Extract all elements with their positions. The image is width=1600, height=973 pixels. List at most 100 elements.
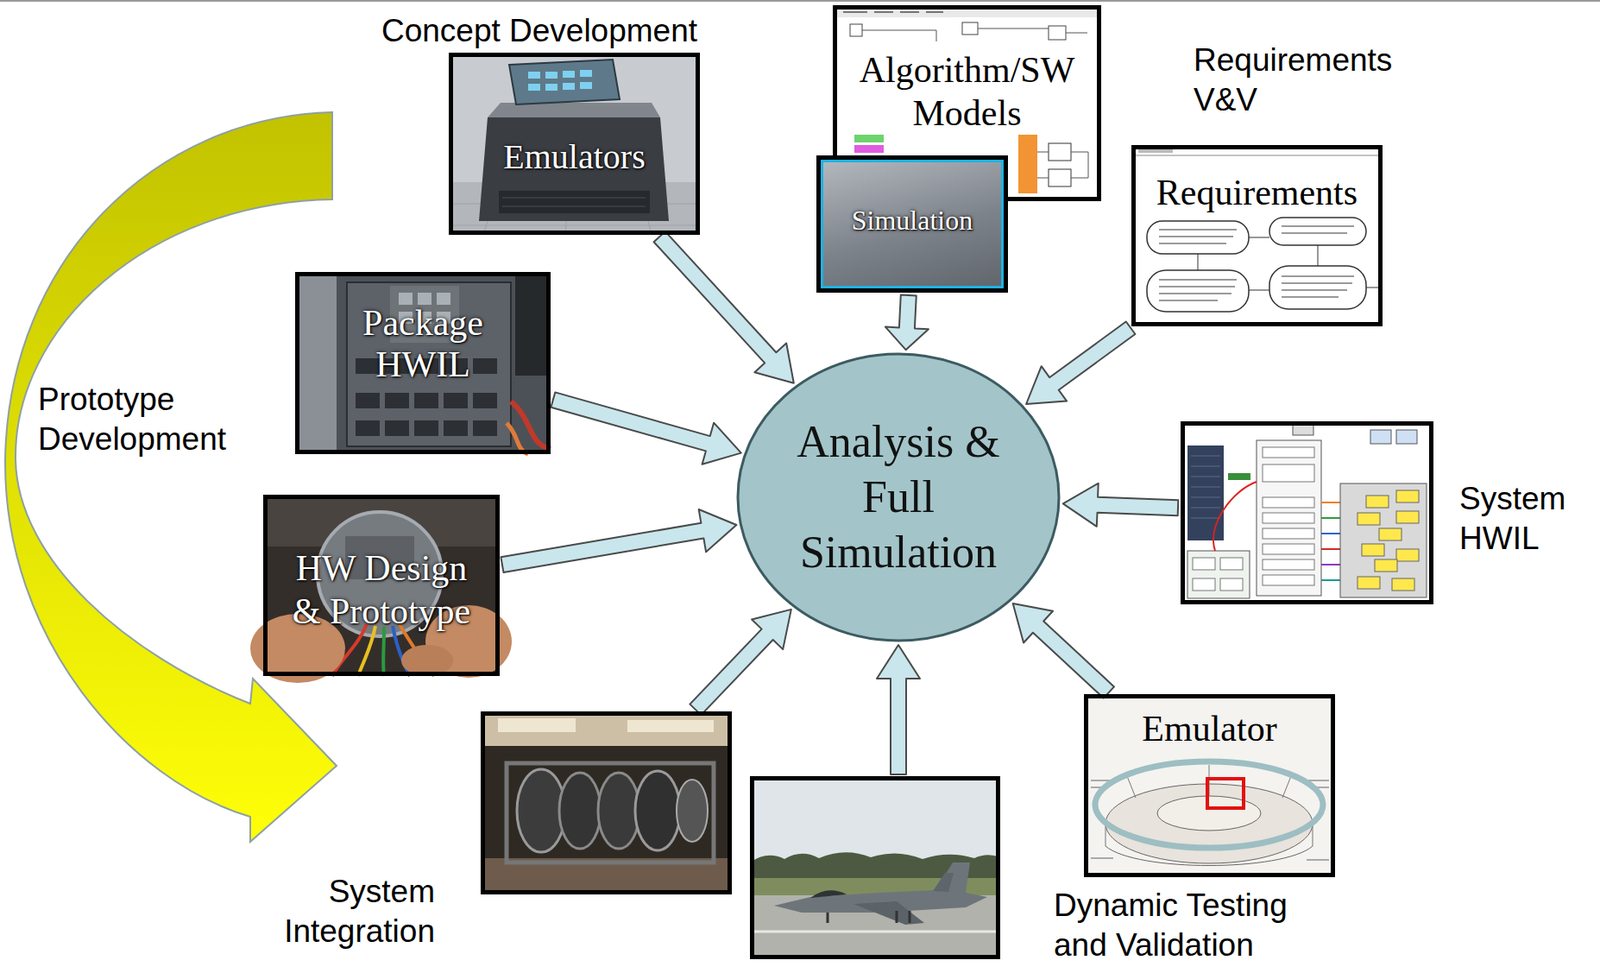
box-caption: Emulator <box>1088 706 1331 750</box>
box-caption: Requirements <box>1135 170 1379 215</box>
flow-arrow <box>654 231 794 384</box>
flow-arrow <box>1013 603 1115 699</box>
system-hwil-block-diagram-part <box>1220 557 1243 570</box>
stage-heading: System HWIL <box>1459 478 1589 559</box>
system-hwil-block-diagram-part <box>1262 512 1315 523</box>
system-hwil-block-diagram-part <box>1370 429 1392 444</box>
system-hwil-block-diagram-part <box>1262 574 1315 586</box>
jet-to-analysis-arrow-part <box>876 644 920 775</box>
package-hwil-photo-part <box>472 420 498 436</box>
emulator-rack-photo-part <box>562 70 575 78</box>
box-caption: HW Design & Prototype <box>282 546 481 633</box>
system-hwil-block-diagram-part <box>1366 495 1389 508</box>
package-hwil-photo-part <box>398 292 413 305</box>
package-hwil-photo-part <box>443 392 468 409</box>
simulink-model-picture-part <box>854 134 884 143</box>
box-caption: Algorithm/SW Models <box>850 48 1084 135</box>
system-hwil-block-diagram-part <box>1340 483 1427 598</box>
system-hwil-block-diagram-part <box>1357 512 1380 525</box>
package-hwil-photo-part <box>355 420 380 436</box>
aircraft-photo-part <box>749 775 1001 959</box>
stage-heading: Requirements V&V <box>1193 40 1418 120</box>
requirements-flowchart-part <box>1269 265 1367 309</box>
requirements-flowchart-part <box>1131 144 1383 327</box>
emulator-photo-box: Concept DevelopmentEmulators <box>448 52 700 235</box>
system-hwil-block-diagram-part <box>1262 464 1315 482</box>
emulator-rack-photo-part <box>579 81 593 89</box>
simulink-model-picture-part <box>962 22 978 35</box>
simulink-model-picture-part <box>843 11 944 13</box>
stage-heading: Dynamic Testing and Validation <box>1053 885 1330 965</box>
flow-arrow <box>500 509 737 573</box>
system-hwil-block-diagram-part <box>1256 440 1322 596</box>
emulator-rack-photo-part <box>498 190 650 214</box>
flow-arrow <box>1026 321 1135 405</box>
flow-arrow <box>1063 483 1179 527</box>
system-hwil-block-diagram-part <box>1262 497 1315 508</box>
system-integration-photo-part <box>627 719 714 732</box>
aircraft-photo-part <box>810 889 847 898</box>
integration-photo-box: System Integration <box>480 711 732 895</box>
system-integration-photo-part <box>598 772 640 849</box>
simulink-model-picture-part <box>1037 151 1089 178</box>
emulator-table-drawing-part <box>1095 761 1323 848</box>
jet-to-analysis-arrow <box>876 644 920 775</box>
system-hwil-block-diagram-part <box>1187 550 1250 599</box>
emulator-rack-photo-part <box>509 59 620 105</box>
system-hwil-block-diagram-part <box>1361 543 1385 556</box>
package-hwil-photo-part <box>472 392 498 409</box>
system-hwil-block-diagram-part <box>1262 543 1315 555</box>
emulator-table-drawing <box>1083 693 1336 877</box>
package-hwil-photo-part <box>472 358 498 374</box>
aircraft-photo-part <box>932 872 954 892</box>
aircraft-photo <box>749 775 1001 959</box>
emulator-rack-photo-part <box>579 69 593 77</box>
emulator-rack-photo-part <box>502 197 646 207</box>
emulator-rack-photo <box>448 52 700 235</box>
hardware-photo-box: HW Design & Prototype <box>263 494 500 676</box>
aircraft-photo-part <box>749 930 1001 933</box>
emulator-rack-photo-part <box>487 102 661 118</box>
package-hwil-photo-part <box>414 392 439 409</box>
circle-shape <box>737 353 1059 641</box>
system-hwil-block-diagram <box>1180 421 1434 605</box>
simulink-model-picture-part <box>862 28 1088 42</box>
package-hwil-photo-part <box>384 420 410 436</box>
package-hwil-photo-part <box>295 271 551 454</box>
system-integration-photo-part <box>676 779 708 842</box>
top-rule <box>0 0 1600 2</box>
aircraft-photo-part <box>827 910 910 923</box>
system-integration-photo-part <box>559 772 601 849</box>
prototype-curved-arrow-part <box>5 112 337 842</box>
stage-heading: Concept Development <box>349 11 730 51</box>
package-hwil-photo-part <box>295 271 337 454</box>
system-integration-photo-part <box>480 711 732 746</box>
simulink-model-picture-part <box>1048 143 1071 161</box>
hardware-prototype-photo-part <box>381 626 386 676</box>
simulation-box: Simulation <box>816 155 1008 293</box>
system-hwil-box: System HWIL <box>1180 421 1434 605</box>
requirements-flowchart <box>1131 144 1383 327</box>
emulator-rack-photo-part <box>562 82 575 90</box>
package-hwil-box: Package HWIL <box>295 271 551 454</box>
emulator-table-drawing-part <box>1207 778 1244 808</box>
box-caption: Emulators <box>453 136 696 178</box>
system-hwil-block-diagram-part <box>1379 528 1402 541</box>
flow-arrow <box>689 609 791 715</box>
side-label: Prototype Development <box>37 379 265 460</box>
package-hwil-photo <box>295 271 551 454</box>
system-integration-photo-part <box>635 770 681 851</box>
emulator-rack-photo-part <box>528 71 541 79</box>
requirements-box: Requirements V&VRequirements <box>1131 144 1383 327</box>
system-hwil-block-diagram-part <box>1262 528 1315 539</box>
system-integration-photo-part <box>497 718 576 732</box>
circle-caption: Analysis & Full Simulation <box>777 414 1020 580</box>
package-hwil-photo-part <box>506 422 529 454</box>
system-hwil-block-diagram-part <box>1180 421 1434 605</box>
box-caption: Simulation <box>820 202 1004 238</box>
simulink-model-picture-part <box>850 24 863 37</box>
prototype-curved-arrow <box>5 112 337 842</box>
package-hwil-photo-part <box>436 292 451 305</box>
system-hwil-block-diagram-part <box>1192 578 1216 591</box>
